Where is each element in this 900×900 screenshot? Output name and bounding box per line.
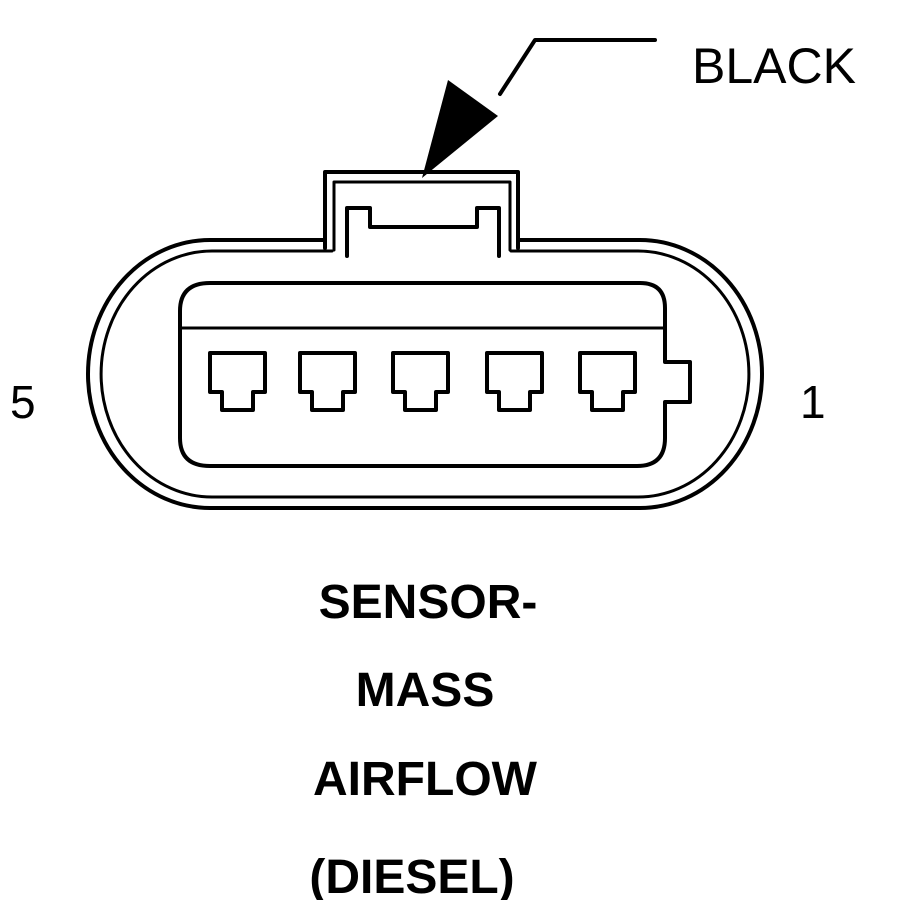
pin-1-label: 1 [800,376,826,428]
cavity-pin-4 [298,351,357,412]
caption-line-2: MASS [356,664,495,717]
pin-5-label: 5 [10,376,36,428]
callout-arrowhead [422,80,498,178]
caption-line-3: AIRFLOW [313,753,538,806]
caption-line-4: (DIESEL) [309,851,514,900]
color-callout [422,38,657,178]
cavity-pin-1 [578,351,637,412]
caption-line-1: SENSOR- [319,576,538,629]
connector-housing [86,238,764,510]
cavity-pin-2 [485,351,544,412]
connector-color-label: BLACK [692,38,856,94]
cavity-pin-5 [208,351,267,412]
terminal-cavities [208,351,637,412]
leader-line [498,38,657,96]
cavity-frame [178,281,692,468]
connector-latch [323,170,520,258]
cavity-pin-3 [391,351,450,412]
